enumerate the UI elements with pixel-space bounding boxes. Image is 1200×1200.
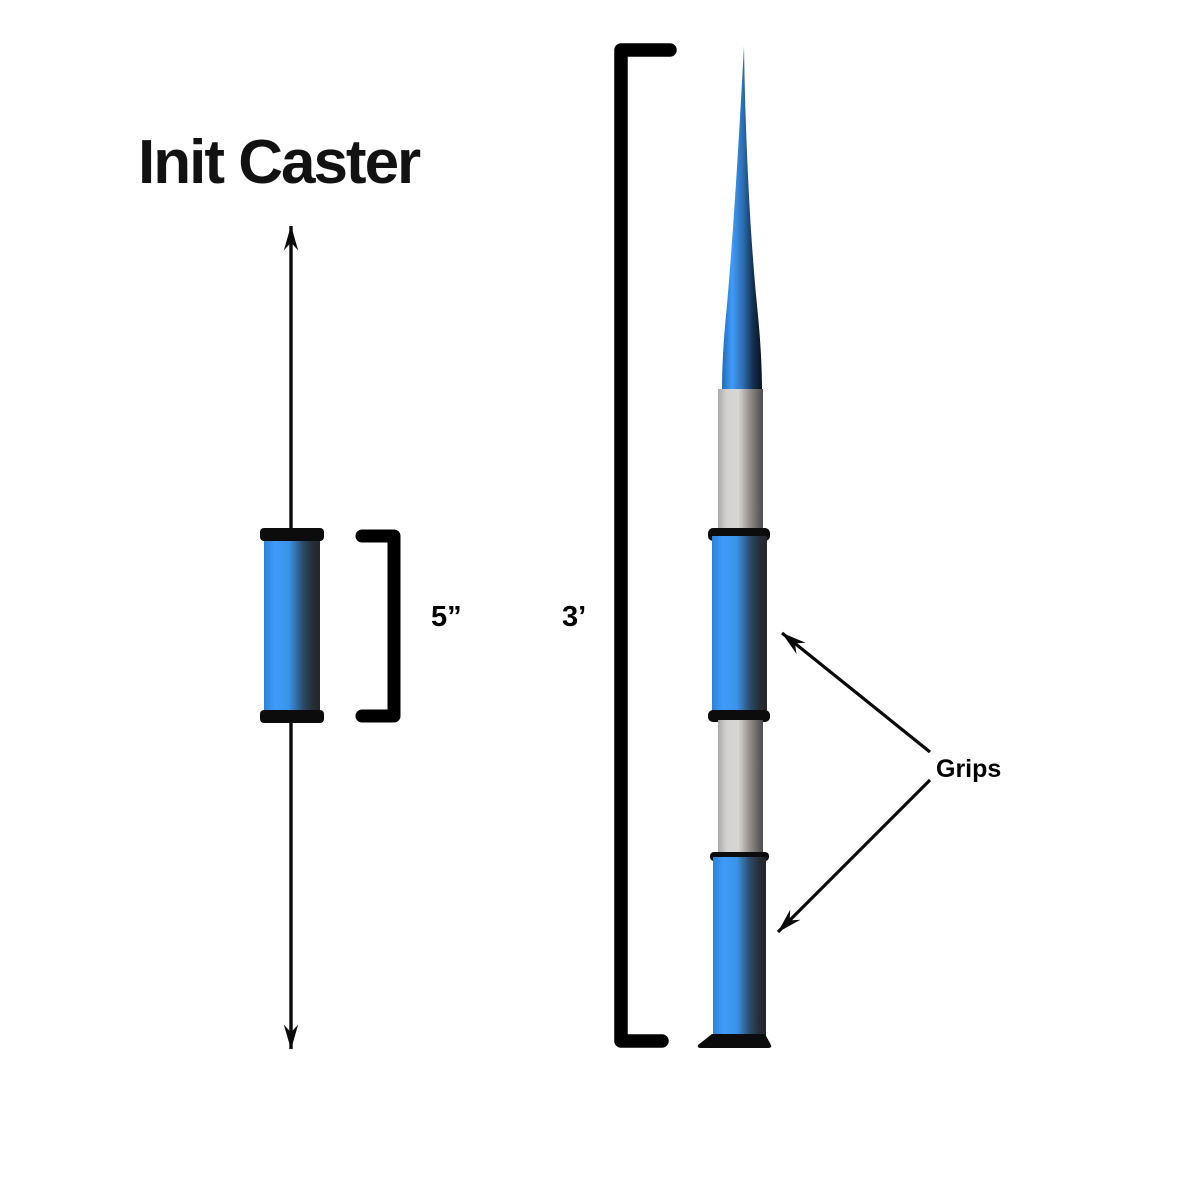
grips-arrow-upper (780, 631, 932, 754)
caster-pole (697, 46, 772, 1048)
middle-shaft (718, 720, 763, 857)
single-segment-body (264, 534, 320, 718)
total-length-bracket (614, 43, 677, 1048)
upper-grip (712, 536, 767, 716)
single-segment-bottom-cap (260, 710, 324, 723)
spike-tip (722, 46, 762, 392)
segment-length-bracket (355, 529, 401, 723)
single-segment-figure (260, 528, 324, 723)
joint-ring-middle (708, 710, 770, 722)
single-segment-top-cap (260, 528, 324, 541)
segment-length-label: 5” (431, 601, 462, 633)
page-title: Init Caster (138, 128, 421, 197)
pole-bottom-cap (697, 1034, 772, 1048)
lower-grip (713, 857, 766, 1037)
grips-callout: Grips (776, 631, 1001, 934)
total-length-label: 3’ (562, 601, 586, 633)
grips-label: Grips (936, 755, 1001, 783)
upper-shaft (718, 389, 763, 532)
grips-arrow-lower (776, 778, 932, 934)
